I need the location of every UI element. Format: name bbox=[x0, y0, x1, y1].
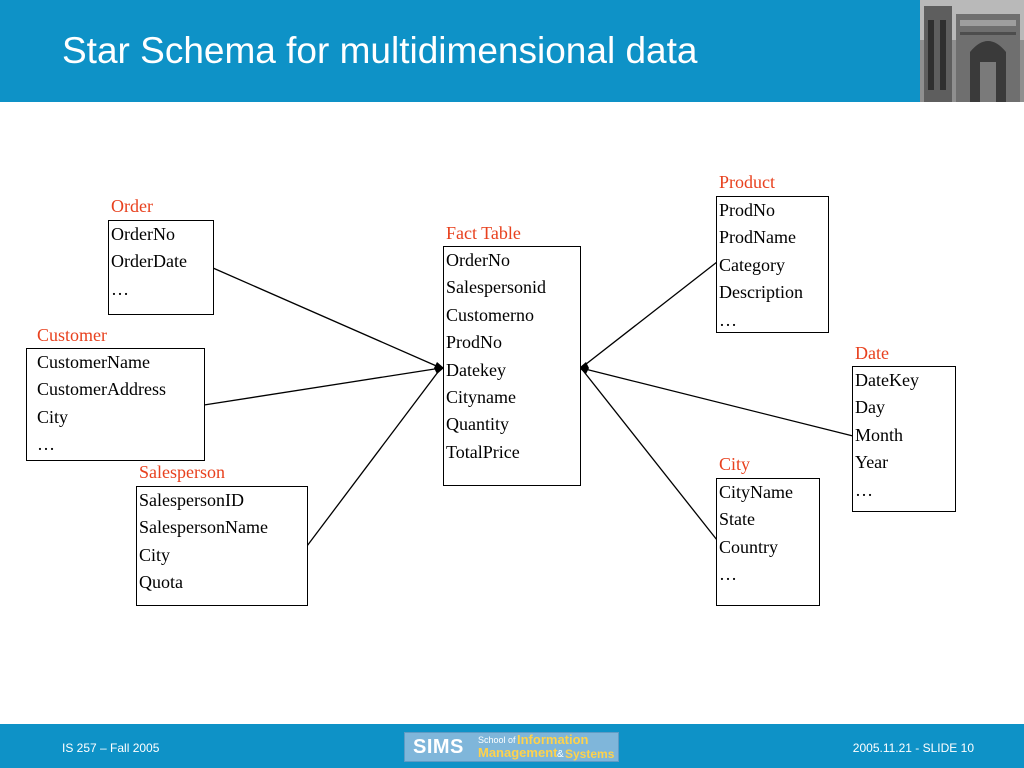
order-field-list: OrderNo OrderDate … bbox=[111, 221, 213, 303]
table-field: Day bbox=[855, 397, 885, 418]
table-field: CityName bbox=[719, 482, 793, 502]
customer-fact-line bbox=[203, 367, 442, 406]
city-table-title: City bbox=[719, 454, 751, 474]
date-table-title: Date bbox=[855, 343, 889, 363]
city-field-list: CityName State Country … bbox=[719, 479, 819, 589]
table-field: … bbox=[111, 278, 129, 299]
slide-number-label: 2005.11.21 - SLIDE 10 bbox=[852, 741, 974, 755]
course-label: IS 257 – Fall 2005 bbox=[62, 741, 160, 755]
table-field: SalespersonName bbox=[139, 517, 268, 538]
right-arrowhead bbox=[579, 362, 589, 374]
product-fact-line bbox=[580, 261, 718, 369]
table-field: OrderDate bbox=[111, 251, 187, 272]
table-field: Year bbox=[855, 452, 889, 473]
customer-field-list: CustomerName CustomerAddress City … bbox=[29, 349, 204, 459]
table-field: … bbox=[37, 434, 55, 455]
table-field: CustomerAddress bbox=[37, 379, 166, 400]
table-field: Quantity bbox=[446, 414, 509, 435]
table-field: … bbox=[719, 309, 737, 330]
order-fact-line bbox=[212, 267, 442, 369]
fact-table: OrderNo Salespersonid Customerno ProdNo … bbox=[443, 246, 581, 486]
table-field: Month bbox=[855, 424, 904, 445]
order-table-title: Order bbox=[111, 196, 153, 216]
fact-field-list: OrderNo Salespersonid Customerno ProdNo … bbox=[446, 247, 580, 466]
table-field: Cityname bbox=[446, 387, 516, 408]
table-field: CustomerName bbox=[37, 352, 150, 372]
table-field: Customerno bbox=[446, 304, 534, 325]
table-field: Quota bbox=[139, 572, 183, 593]
connector-arrowheads bbox=[434, 362, 589, 374]
table-field: State bbox=[719, 509, 755, 530]
date-field-list: DateKey Day Month Year … bbox=[855, 367, 955, 504]
sims-logo-management: Management bbox=[478, 745, 558, 760]
sims-logo-word: SIMS bbox=[413, 736, 464, 758]
customer-table: CustomerName CustomerAddress City … bbox=[26, 348, 205, 461]
customer-table-title: Customer bbox=[37, 325, 107, 345]
table-field: Description bbox=[719, 282, 803, 303]
building-photo bbox=[920, 0, 1024, 102]
left-arrowhead bbox=[434, 362, 444, 374]
product-table-title: Product bbox=[719, 172, 775, 192]
table-field: City bbox=[37, 406, 69, 427]
sims-logo: SIMS School of Information Management & … bbox=[404, 732, 619, 762]
date-table: DateKey Day Month Year … bbox=[852, 366, 956, 512]
salesperson-field-list: SalespersonID SalespersonName City Quota bbox=[139, 487, 307, 597]
table-field: City bbox=[139, 544, 171, 565]
order-table: OrderNo OrderDate … bbox=[108, 220, 214, 315]
table-field: Salespersonid bbox=[446, 277, 546, 298]
table-field: Country bbox=[719, 536, 779, 557]
table-field: SalespersonID bbox=[139, 490, 244, 510]
slide-title: Star Schema for multidimensional data bbox=[62, 30, 698, 71]
product-table: ProdNo ProdName Category Description … bbox=[716, 196, 829, 333]
fact-table-title: Fact Table bbox=[446, 223, 521, 243]
table-field: … bbox=[855, 479, 873, 500]
sims-logo-school-of: School of bbox=[478, 735, 516, 745]
city-table: CityName State Country … bbox=[716, 478, 820, 606]
table-field: OrderNo bbox=[446, 250, 510, 270]
table-field: Datekey bbox=[446, 359, 506, 380]
sims-logo-information: Information bbox=[517, 732, 589, 747]
salesperson-table-title: Salesperson bbox=[139, 462, 225, 482]
table-field: Category bbox=[719, 254, 785, 275]
salesperson-table: SalespersonID SalespersonName City Quota bbox=[136, 486, 308, 606]
product-field-list: ProdNo ProdName Category Description … bbox=[719, 197, 828, 334]
sims-logo-ampersand: & bbox=[557, 749, 564, 760]
table-field: DateKey bbox=[855, 370, 919, 390]
table-field: OrderNo bbox=[111, 224, 175, 244]
table-field: … bbox=[719, 564, 737, 585]
table-field: ProdNo bbox=[719, 200, 776, 220]
sims-logo-systems: Systems bbox=[565, 747, 615, 761]
title-banner bbox=[0, 0, 1024, 102]
city-fact-line bbox=[580, 367, 718, 541]
date-fact-line bbox=[580, 367, 854, 437]
table-field: ProdNo bbox=[446, 332, 503, 353]
table-field: ProdName bbox=[719, 227, 796, 248]
salesperson-fact-line bbox=[306, 367, 442, 547]
table-field: TotalPrice bbox=[446, 441, 520, 462]
